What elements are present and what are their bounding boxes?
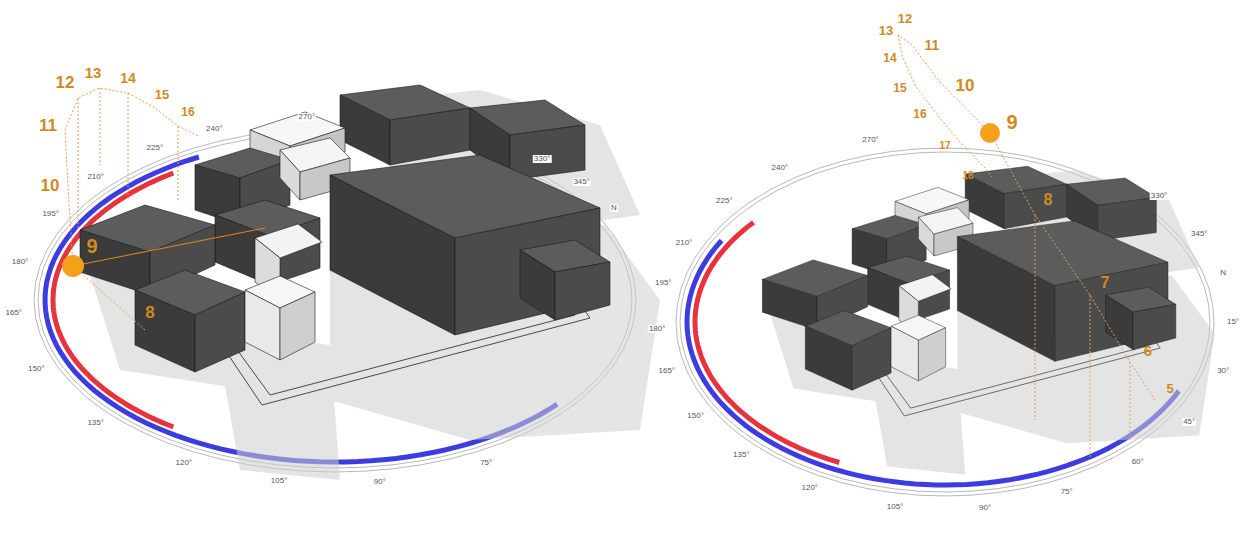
azimuth-label: N	[1219, 269, 1227, 277]
azimuth-label: 120°	[175, 459, 194, 467]
azimuth-label: 240°	[771, 164, 790, 172]
azimuth-label: 120°	[801, 484, 820, 492]
drawing-group	[65, 88, 198, 330]
drawing-group	[676, 148, 1214, 496]
sun-marker	[980, 123, 1000, 143]
azimuth-label: 75°	[479, 459, 493, 467]
hour-label: 9	[86, 236, 97, 256]
hour-label: 5	[1166, 382, 1173, 395]
azimuth-label: 240°	[205, 125, 224, 133]
leader-line	[100, 88, 101, 165]
leader-line	[1130, 362, 1131, 440]
hour-label: 12	[898, 12, 912, 25]
azimuth-label: 195°	[41, 210, 60, 218]
azimuth-label: 135°	[732, 451, 751, 459]
sun-path-line	[65, 88, 198, 330]
azimuth-label: 330°	[1150, 192, 1169, 200]
hour-label: 9	[1006, 112, 1017, 132]
leader-line	[128, 93, 129, 200]
azimuth-label: 180°	[648, 325, 667, 333]
azimuth-label: 90°	[978, 504, 992, 512]
hour-label: 10	[41, 177, 60, 194]
azimuth-label: 75°	[1060, 488, 1074, 496]
hour-label: 15	[155, 88, 169, 101]
hour-label: 7	[1101, 275, 1110, 291]
right-view	[676, 35, 1215, 496]
hour-label: 11	[925, 38, 940, 52]
azimuth-label: 210°	[675, 239, 694, 247]
azimuth-label: 165°	[5, 309, 24, 317]
azimuth-label: 210°	[86, 173, 105, 181]
hour-label: 17	[939, 141, 950, 151]
azimuth-label: 30°	[1216, 367, 1230, 375]
azimuth-label: 60°	[1131, 458, 1145, 466]
sun-path-line	[898, 35, 1155, 400]
azimuth-label: 165°	[658, 367, 677, 375]
azimuth-label: 345°	[1190, 230, 1209, 238]
left-view	[34, 85, 660, 480]
azimuth-label: 15°	[1226, 318, 1240, 326]
hour-label: 13	[85, 65, 102, 80]
hour-label: 16	[913, 108, 926, 120]
azimuth-label: 195°	[654, 279, 673, 287]
hour-label: 8	[145, 304, 154, 321]
leader-line	[73, 228, 265, 266]
leader-line	[178, 126, 179, 200]
azimuth-label: 105°	[886, 503, 905, 511]
horizon-ring	[676, 148, 1214, 496]
hour-label: 13	[879, 24, 893, 37]
sun-marker	[62, 255, 84, 277]
azimuth-label: 135°	[86, 419, 105, 427]
hour-label: 14	[883, 52, 896, 64]
hour-label: 15	[893, 82, 906, 94]
azimuth-label: 270°	[861, 136, 880, 144]
azimuth-label: 180°	[11, 258, 30, 266]
leader-line	[1090, 295, 1091, 460]
building-copy	[80, 85, 660, 480]
leader-line	[78, 98, 79, 230]
hour-label: 8	[1044, 192, 1053, 208]
azimuth-label: 225°	[715, 197, 734, 205]
azimuth-label: 225°	[146, 144, 165, 152]
azimuth-label: 150°	[686, 412, 705, 420]
azimuth-label: 330°	[533, 155, 552, 163]
azimuth-label: 90°	[373, 478, 387, 486]
hour-label: 11	[39, 117, 57, 134]
leader-line	[1035, 215, 1036, 420]
sun-path-line	[898, 35, 992, 177]
hour-label: 12	[56, 74, 75, 91]
azimuth-label: 345°	[572, 178, 591, 186]
hour-label: 10	[956, 77, 975, 94]
hour-label: 6	[1144, 343, 1152, 358]
azimuth-label: 45°	[1182, 418, 1196, 426]
azimuth-label: 270°	[298, 113, 317, 121]
building-copy	[762, 166, 1214, 474]
hour-label: 14	[120, 71, 136, 85]
azimuth-label: N	[610, 204, 618, 212]
azimuth-label: 150°	[27, 365, 46, 373]
hour-label: 18	[962, 171, 973, 181]
drawing-group	[898, 35, 1155, 460]
hour-label: 16	[181, 106, 194, 118]
azimuth-label: 105°	[270, 477, 289, 485]
